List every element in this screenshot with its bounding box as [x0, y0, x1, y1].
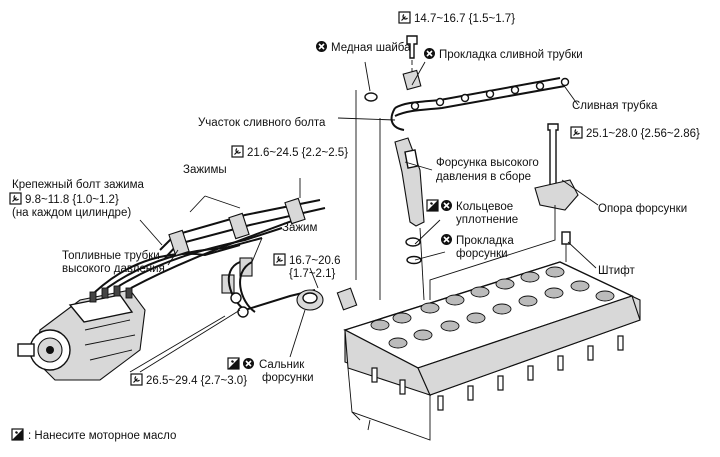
spec-pipe-flare-nut: 26.5~29.4 {2.7~3.0}	[130, 373, 247, 387]
label-fuel-pipes-2: высокого давления	[62, 263, 165, 275]
legend-oil: : Нанесите моторное масло	[11, 428, 176, 442]
spec-clamp-bolt: 9.8~11.8 {1.0~1.2}	[9, 192, 119, 206]
svg-text:Сальник: Сальник	[259, 359, 305, 371]
label-drain-bolt-section: Участок сливного болта	[198, 117, 326, 129]
label-drain-pipe: Сливная трубка	[572, 100, 658, 112]
label-clamps: Зажимы	[183, 164, 227, 176]
nozzle-holder-clamp	[534, 123, 579, 245]
svg-text:форсунки: форсунки	[456, 248, 508, 260]
label-clamp-bolt: Крепежный болт зажима	[12, 179, 145, 191]
label-fuel-pipes-1: Топливные трубки	[62, 250, 160, 262]
label-nozzle-seal: Сальник форсунки	[227, 357, 314, 384]
high-pressure-fuel-pipes	[94, 197, 326, 318]
spec-drain-bolt: 14.7~16.7 {1.5~1.7}	[398, 11, 515, 25]
guide-lines	[355, 60, 567, 301]
label-injector-gasket: Прокладка форсунки	[440, 233, 514, 260]
spec-pipe-clamp-upper: 21.6~24.5 {2.2~2.5}	[231, 145, 348, 159]
svg-text:26.5~29.4 {2.7~3.0}: 26.5~29.4 {2.7~3.0}	[146, 375, 247, 387]
svg-text:: Нанесите моторное масло: : Нанесите моторное масло	[28, 430, 176, 442]
label-o-ring: Кольцевое уплотнение	[426, 199, 518, 226]
label-injector-assembly-2: давления в сборе	[436, 171, 531, 183]
label-drain-pipe-gasket: Прокладка сливной трубки	[423, 47, 583, 61]
spec-union-nut-kgf: {1.7~2.1}	[289, 268, 336, 280]
label-injector-support: Опора форсунки	[598, 203, 687, 215]
svg-text:Прокладка: Прокладка	[456, 235, 514, 247]
spec-union-nut: 16.7~20.6	[273, 253, 340, 267]
leader-lines	[129, 61, 599, 373]
fuel-injector	[394, 137, 425, 265]
svg-text:уплотнение: уплотнение	[456, 214, 518, 226]
svg-text:Медная шайба: Медная шайба	[331, 42, 411, 54]
label-copper-washer: Медная шайба	[315, 40, 411, 54]
label-injector-assembly-1: Форсунка высокого	[436, 157, 539, 169]
svg-text:форсунки: форсунки	[262, 372, 314, 384]
svg-text:25.1~28.0 {2.56~2.86}: 25.1~28.0 {2.56~2.86}	[586, 128, 700, 140]
svg-text:Кольцевое: Кольцевое	[456, 201, 513, 213]
svg-text:9.8~11.8 {1.0~1.2}: 9.8~11.8 {1.0~1.2}	[25, 194, 119, 206]
svg-text:21.6~24.5 {2.2~2.5}: 21.6~24.5 {2.2~2.5}	[247, 147, 348, 159]
cylinder-head	[343, 261, 641, 441]
fuel-leakage-pipe	[364, 35, 570, 131]
spec-nozzle-holder-bolt: 25.1~28.0 {2.56~2.86}	[570, 126, 700, 140]
injection-pump	[17, 285, 146, 381]
svg-text:Прокладка сливной трубки: Прокладка сливной трубки	[439, 49, 583, 61]
label-clamp: Зажим	[282, 222, 317, 234]
label-each-cylinder: (на каждом цилиндре)	[12, 207, 131, 219]
nozzle-seal-part	[296, 287, 358, 311]
svg-text:14.7~16.7 {1.5~1.7}: 14.7~16.7 {1.5~1.7}	[414, 13, 515, 25]
label-pin: Штифт	[598, 265, 635, 277]
svg-text:16.7~20.6: 16.7~20.6	[289, 255, 340, 267]
